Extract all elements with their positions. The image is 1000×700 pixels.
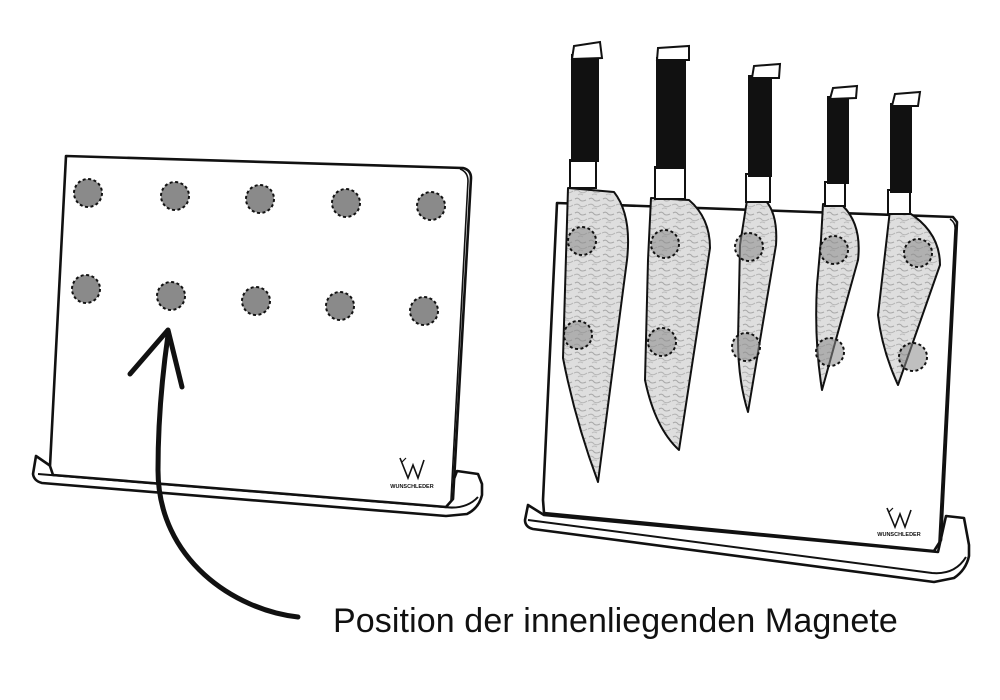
knife-blade — [562, 187, 630, 483]
knife-1 — [562, 40, 630, 483]
magnet-dot — [903, 238, 933, 268]
magnet-dot — [650, 229, 680, 259]
magnet-dot — [331, 188, 361, 218]
magnet-dot — [409, 296, 439, 326]
knife-handle — [656, 57, 686, 169]
magnet-dot — [731, 332, 761, 362]
knife-handle — [748, 75, 772, 177]
magnet-dot — [160, 181, 190, 211]
knife-bolster — [887, 189, 911, 215]
knife-handle — [827, 96, 849, 184]
knife-handle — [571, 54, 599, 162]
left-brand-logo: WUNSCHLEDER — [390, 457, 434, 490]
left-logo-text: WUNSCHLEDER — [390, 484, 433, 490]
magnet-dot — [734, 232, 764, 262]
magnet-dot — [416, 191, 446, 221]
magnet-dot — [567, 226, 597, 256]
knife-2 — [644, 44, 711, 451]
left-block-board — [48, 154, 473, 509]
magnet-dot — [819, 235, 849, 265]
magnet-dot — [563, 320, 593, 350]
magnet-dot — [73, 178, 103, 208]
right-brand-logo: WUNSCHLEDER — [877, 507, 921, 538]
magnet-dot — [156, 281, 186, 311]
knife-handle — [890, 103, 912, 193]
magnet-dot — [245, 184, 275, 214]
pointer-arrow — [127, 327, 301, 620]
caption-text: Position der innenliegenden Magnete — [333, 602, 898, 640]
magnet-dot — [815, 337, 845, 367]
magnet-dot — [325, 291, 355, 321]
right-knife-block: WUNSCHLEDER — [523, 40, 971, 584]
knife-bolster — [824, 181, 846, 207]
knife-bolster — [569, 159, 597, 189]
knife-blade — [644, 197, 711, 451]
magnet-dot — [647, 327, 677, 357]
magnet-dot — [71, 274, 101, 304]
right-magnets — [563, 226, 933, 372]
magnet-dot — [241, 286, 271, 316]
knife-bolster — [745, 173, 771, 203]
magnet-dot — [898, 342, 928, 372]
left-knife-block: WUNSCHLEDER — [31, 154, 484, 518]
knife-bolster — [654, 166, 686, 200]
right-logo-text: WUNSCHLEDER — [877, 532, 920, 538]
left-magnets — [71, 178, 446, 326]
